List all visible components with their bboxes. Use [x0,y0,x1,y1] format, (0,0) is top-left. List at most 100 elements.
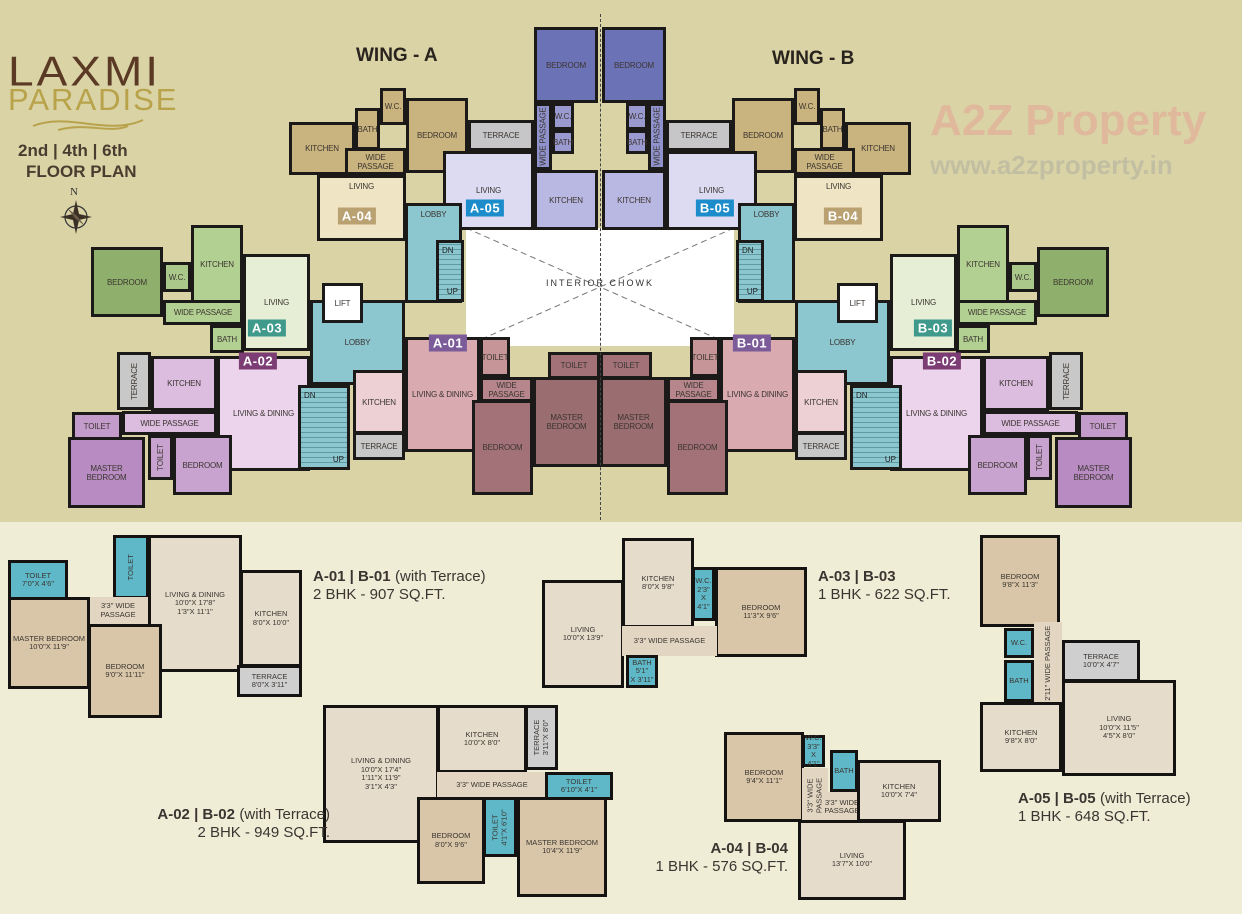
room-dimensions: 7'0"X 4'6" [22,579,54,588]
b-05-living-room: LIVING [666,151,757,230]
room-dimensions: 2'3" [697,584,710,594]
a-05-wide-passage-room: WIDE PASSAGE [534,103,552,170]
b-02-kitchen-room: KITCHEN [983,356,1049,411]
flat-badge-b-01: B-01 [732,334,772,352]
unit-caption: A-01 | B-01 (with Terrace)2 BHK - 907 SQ… [313,568,613,603]
room-label: BEDROOM [744,767,784,777]
room-label: W.C. [554,112,572,121]
room-label: TOILET [1089,421,1117,431]
unit-type-area: 1 BHK - 648 SQ.FT. [1018,808,1151,825]
room-label: LIVING [825,182,852,191]
b-03-wide-passage-room: WIDE PASSAGE [957,300,1037,325]
b-01-terrace-room: TERRACE [795,432,847,460]
room-label: 3'3" WIDE PASSAGE [633,635,706,645]
room-label: KITCHEN [641,573,675,583]
room-dimensions: 1'11"X 11'9" [361,773,401,782]
room-label: KITCHEN [465,729,499,739]
room-dimensions: 6'10"X 4'1" [560,785,598,794]
unit-type-area: 2 BHK - 949 SQ.FT. [197,824,330,841]
room-label: LIVING & DINING [350,756,411,765]
stair-down-label: DN [742,246,754,255]
room-label: TERRACE [680,131,718,140]
b-02-master-bedroom-room: MASTER BEDROOM [1055,437,1132,508]
room-label: TOILET [1035,444,1045,471]
stair-up-label: UP [332,455,344,464]
room-label: KITCHEN [254,609,288,618]
room-label: KITCHEN [804,397,838,407]
3-3-wide-passage-room: 3'3" WIDE PASSAGE [622,626,717,656]
room-label: W.C. [798,102,816,111]
flat-badge-a-03: A-03 [247,319,287,337]
room-label: 3'3" WIDE PASSAGE [824,797,860,815]
room-dimensions: 10'4"X 11'9" [542,846,582,855]
flat-badge-b-03: B-03 [913,319,953,337]
b-04-w-c-room: W.C. [794,88,820,125]
room-label: BATH [834,765,854,775]
b-01-living-dining-room: LIVING & DINING [720,337,795,452]
a-03-wide-passage-room: WIDE PASSAGE [163,300,243,325]
b-02-wide-passage-room: WIDE PASSAGE [983,411,1078,435]
room-label: BATH [553,137,573,147]
room-label: KITCHEN [861,144,895,153]
room-label: LIVING [475,186,502,195]
a-02-bedroom-room: BEDROOM [173,435,232,495]
room-label: LOBBY [829,338,856,347]
room-dimensions: X 4'1" [697,593,710,611]
flat-badge-b-02: B-02 [922,352,962,370]
a-01-toilet-room: TOILET [548,352,600,379]
b-02-toilet-room: TOILET [1078,412,1128,440]
b-05-bedroom-room: BEDROOM [602,27,666,103]
room-label: BATH [822,124,843,134]
room-label: TOILET [612,361,640,370]
stair-down-label: DN [304,391,316,400]
room-dimensions: 9'8"X 8'0" [1005,736,1037,745]
room-label: BEDROOM [182,460,223,470]
b-03-bath-room: BATH [956,325,990,353]
room-label: KITCHEN [617,195,651,205]
room-label: BATH [1009,675,1029,685]
room-label: TOILET [125,553,135,581]
room-label: TOILET [691,352,719,362]
b-05-w-c-room: W.C. [626,103,648,130]
building-floor-plan: LAXMI PARADISE 2nd | 4th | 6th FLOOR PLA… [0,0,1242,522]
room-label: MASTER BEDROOM [546,413,587,431]
a-03-bath-room: BATH [210,325,244,353]
a-05-bedroom-room: BEDROOM [534,27,598,103]
3-3-wide-passage-room: 3'3" WIDE PASSAGE [802,768,828,822]
room-label: TERRACE [802,441,840,451]
room-label: TOILET [24,570,52,580]
room-dimensions: 9'8"X 11'3" [1002,580,1038,589]
flat-badge-a-04: A-04 [337,207,377,225]
room-label: KITCHEN [362,397,396,407]
unit-id: A-03 | B-03 [818,568,896,585]
w-c-room: W.C. [1004,628,1034,658]
room-label: 2'11" WIDE PASSAGE [1042,625,1052,701]
b-04-bath-room: BATH [820,108,845,150]
stair-up-label: UP [746,287,758,296]
room-label: LIVING & DINING [726,390,788,399]
room-dimensions: 3'11"X 8'0" [540,719,550,756]
b-04-wide-passage-room: WIDE PASSAGE [794,148,855,175]
room-label: TERRACE [251,671,288,681]
room-dimensions: 4'5"X 8'0" [1103,731,1135,741]
room-dimensions: 9'0"X 11'11" [105,670,145,679]
watermark-url: www.a2zproperty.in [930,150,1173,180]
b-04-kitchen-room: KITCHEN [845,122,911,175]
room-label: W.C. [805,733,822,742]
room-label: BATH [357,124,378,134]
room-label: TERRACE [1083,651,1119,661]
unit-id: A-05 | B-05 [1018,790,1096,807]
room-dimensions: 10'0"X 17'4" [360,764,402,774]
room-label: TERRACE [482,131,520,140]
